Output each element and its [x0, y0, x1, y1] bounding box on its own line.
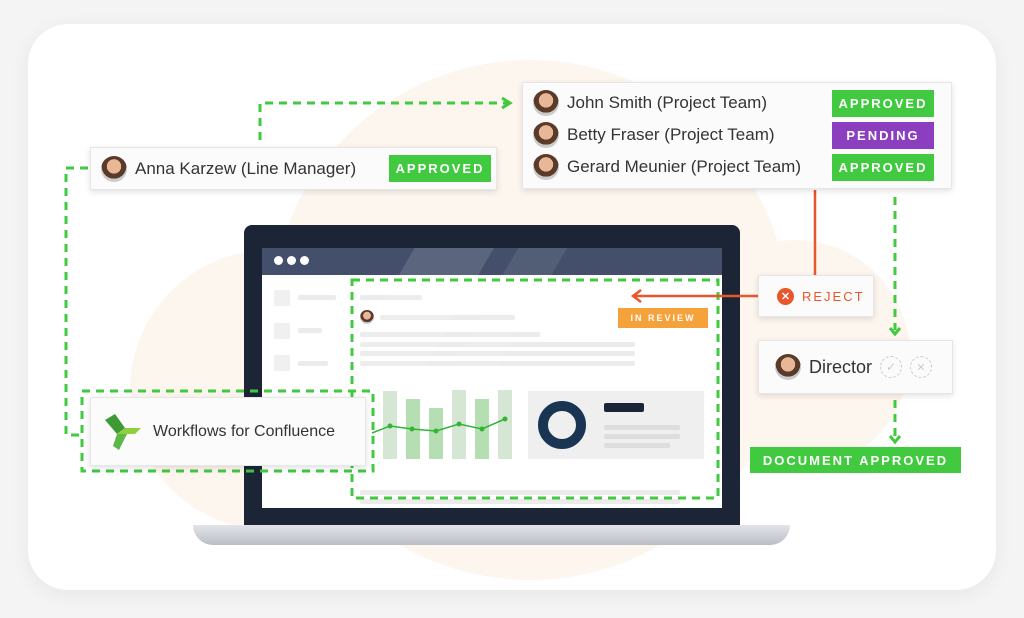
approver-name: Betty Fraser (Project Team)	[567, 125, 775, 144]
avatar	[533, 122, 559, 148]
approve-icon[interactable]: ✓	[880, 356, 903, 378]
avatar	[775, 354, 801, 380]
browser-titlebar	[262, 248, 722, 275]
decline-icon[interactable]: ✕	[910, 356, 933, 378]
donut-chart	[538, 401, 586, 449]
director-card: Director ✓ ✕	[758, 340, 953, 394]
avatar	[101, 156, 127, 182]
avatar	[533, 154, 559, 180]
status-badge: APPROVED	[389, 155, 491, 182]
page-highlight	[350, 278, 720, 500]
workflows-logo-icon	[105, 413, 141, 450]
approver-name: Director	[809, 356, 873, 377]
status-badge: APPROVED	[832, 154, 934, 181]
app-card: Workflows for Confluence	[90, 397, 366, 466]
sidebar-placeholder	[274, 290, 290, 306]
reject-button[interactable]: ✕ REJECT	[758, 275, 874, 317]
app-name: Workflows for Confluence	[153, 422, 335, 440]
avatar	[533, 90, 559, 116]
app-highlight	[80, 389, 375, 473]
connector-left	[64, 166, 88, 437]
close-circle-icon: ✕	[777, 287, 794, 305]
connector-to-team	[258, 101, 508, 140]
donut-panel	[528, 391, 704, 459]
document-approved-badge: DOCUMENT APPROVED	[750, 447, 961, 473]
approver-name: Anna Karzew (Line Manager)	[135, 159, 357, 178]
reject-label: REJECT	[802, 288, 865, 304]
page-author-avatar	[360, 310, 374, 324]
status-badge: PENDING	[832, 122, 934, 149]
project-team-card: John Smith (Project Team) APPROVED Betty…	[522, 82, 952, 189]
approver-name: John Smith (Project Team)	[567, 93, 767, 112]
laptop-base	[193, 525, 790, 545]
in-review-badge: IN REVIEW	[618, 308, 708, 328]
status-badge: APPROVED	[832, 90, 934, 117]
line-manager-card: Anna Karzew (Line Manager) APPROVED	[90, 147, 497, 190]
approver-name: Gerard Meunier (Project Team)	[567, 157, 801, 176]
reject-arrow	[630, 289, 758, 303]
